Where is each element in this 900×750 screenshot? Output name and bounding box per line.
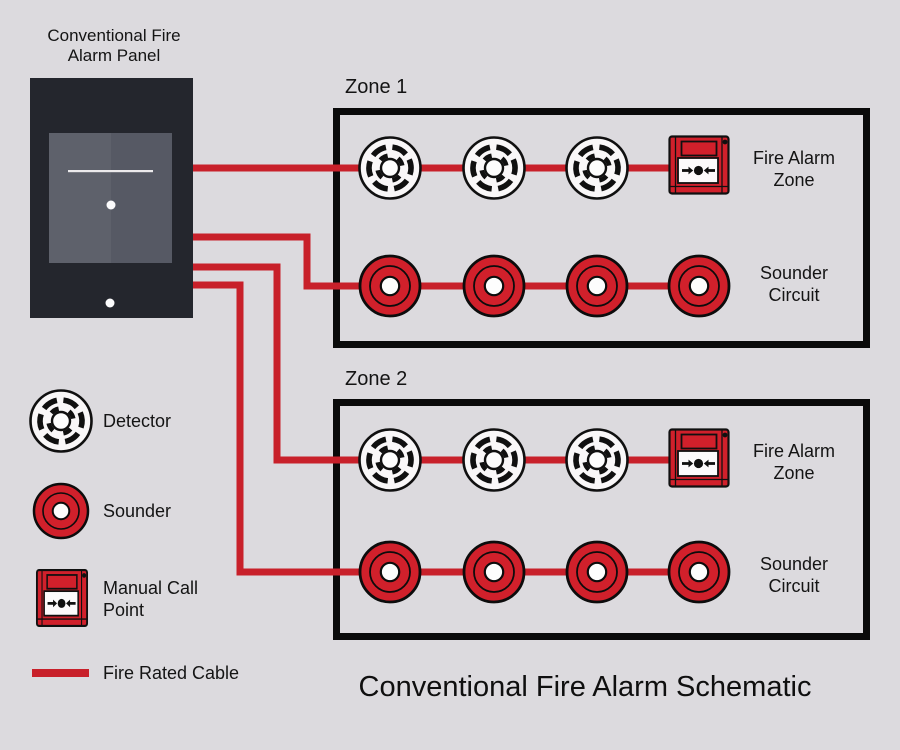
fire-rated-cables: [193, 164, 699, 576]
panel-led-icon: [106, 200, 116, 210]
fire-alarm-panel: [30, 78, 193, 318]
panel-screen-line: [68, 170, 153, 173]
legend-manual-call-point-label: Manual Call Point: [103, 578, 199, 620]
sounder-icon: [358, 254, 422, 318]
manual-call-point-icon: [668, 135, 730, 195]
manual-call-point-icon: [668, 428, 730, 488]
zone-2-fire-alarm-zone-label: Fire Alarm Zone: [752, 441, 835, 483]
panel-screen-right: [111, 133, 172, 263]
legend-detector-label: Detector: [103, 411, 172, 431]
zone-2-box: [333, 399, 870, 640]
zone-1-label: Zone 1: [345, 76, 408, 98]
panel-title: Conventional Fire Alarm Panel: [47, 26, 181, 65]
zone-2-devices: [358, 428, 731, 604]
sounder-icon: [358, 540, 422, 604]
sounder-icon: [667, 254, 731, 318]
detector-icon: [360, 430, 421, 491]
zone-1-fire-alarm-zone-label: Fire Alarm Zone: [752, 148, 835, 190]
panel-screen-left: [49, 133, 111, 263]
legend-icons: [31, 391, 92, 677]
sounder-icon: [565, 254, 629, 318]
panel-button-icon: [105, 298, 115, 308]
sounder-icon: [565, 540, 629, 604]
zone-1-sounder-circuit-label: Sounder Circuit: [759, 263, 829, 305]
detector-icon: [567, 430, 628, 491]
sounder-icon: [462, 254, 526, 318]
detector-icon: [464, 138, 525, 199]
sounder-icon: [32, 482, 90, 540]
sounder-icon: [462, 540, 526, 604]
diagram-title: Conventional Fire Alarm Schematic: [358, 671, 812, 703]
legend-sounder-label: Sounder: [103, 501, 172, 521]
zone-2-label: Zone 2: [345, 368, 408, 390]
manual-call-point-icon: [35, 568, 89, 628]
fire-rated-cable-swatch: [32, 669, 89, 677]
zone-2-sounder-circuit-label: Sounder Circuit: [759, 554, 829, 596]
detector-icon: [31, 391, 92, 452]
detector-icon: [360, 138, 421, 199]
detector-icon: [567, 138, 628, 199]
detector-icon: [464, 430, 525, 491]
zone-1-box: [333, 108, 870, 348]
cable-zone2-sounder-loop: [193, 281, 699, 576]
legend-fire-rated-cable-label: Fire Rated Cable: [103, 663, 240, 683]
sounder-icon: [667, 540, 731, 604]
